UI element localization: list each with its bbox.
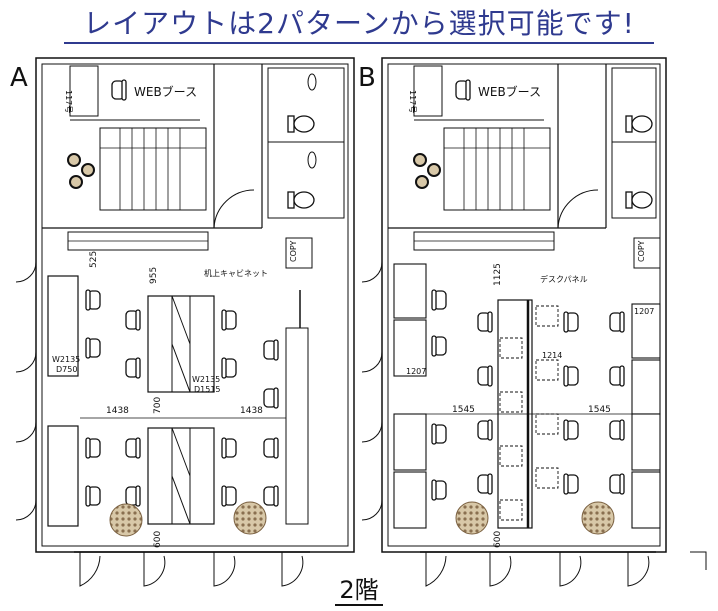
plan-a-dim-1438-left: 1438 [106,406,129,416]
plan-a-dim-955: 955 [149,267,159,284]
plan-b-dim-1125: 1125 [493,263,503,286]
plan-a-desk2-depth: D1515 [194,385,221,394]
plan-b-booth-number: 117号 [408,90,417,113]
plan-b-dim-1207-left: 1207 [406,367,426,376]
plan-a-dim-1438-right: 1438 [240,406,263,416]
plan-b: B 117号 WEBブース COPY 1125 デスクパネル [358,57,707,587]
plan-b-letter: B [358,63,376,93]
plan-a-desk2-width: W2135 [192,375,220,384]
plan-a-desk-depth: D750 [56,365,77,374]
plan-a-copy-label: COPY [289,240,298,262]
plan-b-dim-1214: 1214 [542,351,562,360]
plan-a-web-booth-label: WEBブース [134,84,197,99]
plan-b-dim-1545-right: 1545 [588,405,611,415]
plan-a-dim-600: 600 [153,531,163,548]
page-title: レイアウトは2パターンから選択可能です! [83,7,635,40]
plan-b-dim-600: 600 [493,531,503,548]
plan-a-letter: A [10,63,28,93]
floor-label: 2階 [0,570,718,606]
plan-a-desk-width: W2135 [52,355,80,364]
plan-a-cabinet-label: 机上キャビネット [204,268,268,278]
plan-a-dim-525: 525 [89,251,99,268]
plan-a: A 117号 WEBブース [10,57,355,587]
plan-b-dim-1545-left: 1545 [452,405,475,415]
plan-b-copy-label: COPY [637,240,646,262]
title-underline [64,42,654,44]
plan-b-dim-1207-right: 1207 [634,307,654,316]
plan-a-dim-700: 700 [153,397,163,414]
plan-b-panel-label: デスクパネル [540,274,588,284]
plan-b-web-booth-label: WEBブース [478,84,541,99]
plan-a-booth-number: 117号 [64,90,73,113]
